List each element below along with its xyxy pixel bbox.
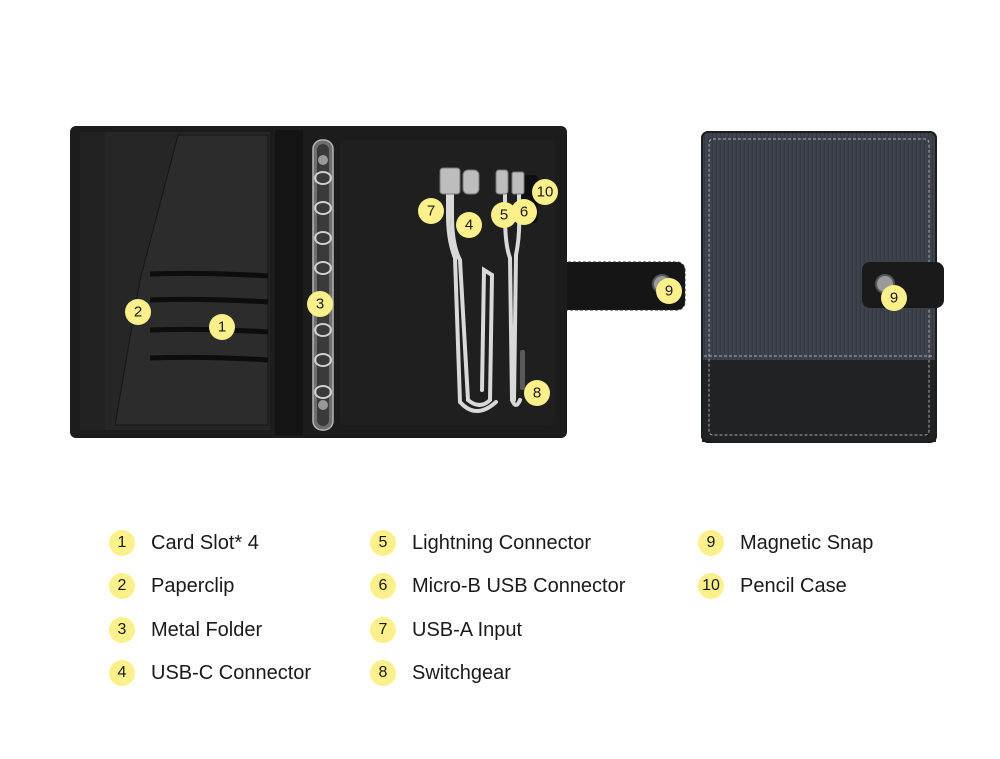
legend-label: Magnetic Snap <box>740 531 874 554</box>
legend-label: Card Slot* 4 <box>151 531 259 554</box>
product-illustration: 1 2 3 4 5 6 7 8 9 9 10 <box>70 126 944 443</box>
legend-item-4: 4 USB-C Connector <box>109 658 311 688</box>
legend-number: 10 <box>698 573 724 599</box>
legend-label: USB-C Connector <box>151 661 312 684</box>
legend-number: 7 <box>370 617 396 643</box>
legend-item-5: 5 Lightning Connector <box>370 528 591 558</box>
svg-text:3: 3 <box>316 296 324 313</box>
callout-4: 4 <box>456 212 482 238</box>
svg-text:10: 10 <box>537 184 554 201</box>
callout-5: 5 <box>491 202 517 228</box>
legend-label: Paperclip <box>151 574 235 597</box>
callout-9-closed: 9 <box>881 285 907 311</box>
legend-label: Pencil Case <box>740 574 847 597</box>
legend-number: 3 <box>109 617 135 643</box>
legend-number: 8 <box>370 660 396 686</box>
svg-text:4: 4 <box>465 217 473 234</box>
legend-label: Metal Folder <box>151 618 263 641</box>
legend-label: Switchgear <box>412 661 511 684</box>
legend-number: 1 <box>109 530 135 556</box>
svg-text:2: 2 <box>134 304 142 321</box>
callout-3: 3 <box>307 291 333 317</box>
svg-text:1: 1 <box>218 319 226 336</box>
cover-leather-band <box>702 360 936 442</box>
open-notebook <box>70 126 686 438</box>
callout-2: 2 <box>125 299 151 325</box>
legend-number: 9 <box>698 530 724 556</box>
callout-6: 6 <box>511 199 537 225</box>
callout-1: 1 <box>209 314 235 340</box>
legend-number: 5 <box>370 530 396 556</box>
legend-item-8: 8 Switchgear <box>370 658 511 688</box>
legend-item-1: 1 Card Slot* 4 <box>109 528 259 558</box>
callout-8: 8 <box>524 380 550 406</box>
notebook-spine <box>275 130 303 435</box>
usb-c-plug <box>462 169 480 195</box>
card-slot <box>149 326 269 335</box>
svg-text:6: 6 <box>520 204 528 221</box>
legend-item-3: 3 Metal Folder <box>109 615 262 645</box>
legend-label: Lightning Connector <box>412 531 592 554</box>
usb-a-plug <box>439 167 461 195</box>
legend-item-9: 9 Magnetic Snap <box>698 528 873 558</box>
closed-notebook <box>701 131 944 443</box>
left-pocket-panel <box>80 132 270 430</box>
card-slot <box>149 354 269 363</box>
legend-item-2: 2 Paperclip <box>109 571 234 601</box>
legend-item-10: 10 Pencil Case <box>698 571 847 601</box>
card-slot <box>149 270 269 279</box>
legend-item-7: 7 USB-A Input <box>370 615 522 645</box>
svg-text:8: 8 <box>533 385 541 402</box>
switchgear <box>520 350 525 390</box>
legend-number: 6 <box>370 573 396 599</box>
legend-label: USB-A Input <box>412 618 523 641</box>
svg-text:9: 9 <box>890 290 898 307</box>
card-slot <box>149 296 269 305</box>
svg-text:7: 7 <box>427 203 435 220</box>
legend-number: 4 <box>109 660 135 686</box>
svg-text:9: 9 <box>665 283 673 300</box>
callout-9-open: 9 <box>656 278 682 304</box>
legend-number: 2 <box>109 573 135 599</box>
micro-usb-plug <box>511 171 525 195</box>
svg-text:5: 5 <box>500 207 508 224</box>
notebook-strap <box>555 262 685 310</box>
callout-7: 7 <box>418 198 444 224</box>
legend-item-6: 6 Micro-B USB Connector <box>370 571 625 601</box>
lightning-plug <box>495 169 509 195</box>
metal-folder-rings <box>312 139 334 431</box>
legend-label: Micro-B USB Connector <box>412 574 626 597</box>
callout-10: 10 <box>532 179 558 205</box>
